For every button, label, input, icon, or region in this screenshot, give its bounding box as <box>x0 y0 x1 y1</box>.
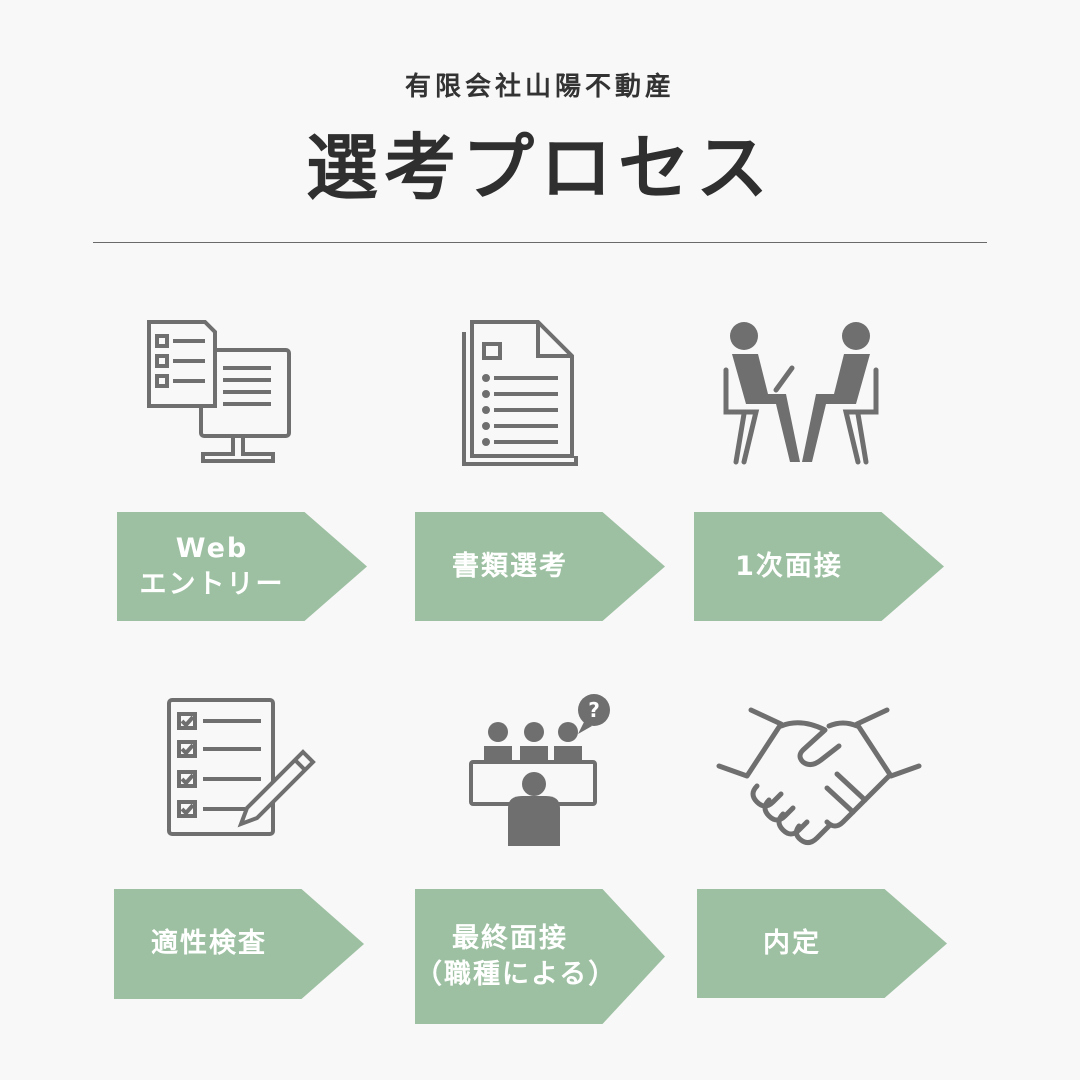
step-final-interview: 最終面接 （職種による） <box>415 889 665 1024</box>
svg-text:?: ? <box>588 698 600 722</box>
computer-form-icon <box>145 318 295 466</box>
step-first-interview: 1次面接 <box>694 512 944 621</box>
divider <box>93 242 987 243</box>
step-label: 1次面接 <box>735 550 843 582</box>
company-name: 有限会社山陽不動産 <box>404 72 675 102</box>
checklist-pencil-icon <box>165 696 317 838</box>
step-aptitude-test: 適性検査 <box>114 889 364 999</box>
step-job-offer: 内定 <box>697 889 947 998</box>
interview-icon <box>718 318 884 466</box>
step-label: 適性検査 <box>151 928 267 959</box>
page-title: 選考プロセス <box>305 126 774 210</box>
step-label: Web エントリー <box>139 532 285 600</box>
step-label: 内定 <box>763 927 821 959</box>
documents-icon <box>450 318 580 468</box>
panel-interview-icon: ? <box>468 694 614 848</box>
step-web-entry: Web エントリー <box>117 512 367 621</box>
step-document-screening: 書類選考 <box>415 512 665 621</box>
handshake-icon <box>716 707 922 846</box>
step-label: 最終面接 （職種による） <box>415 922 618 990</box>
step-label: 書類選考 <box>452 550 568 582</box>
